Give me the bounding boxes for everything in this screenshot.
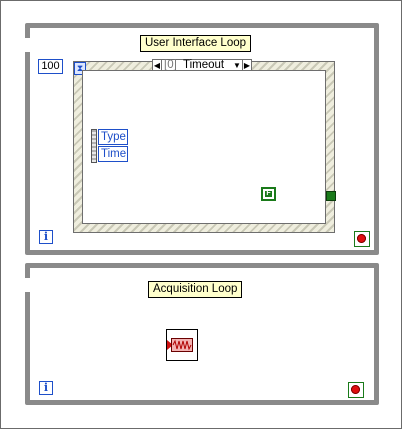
chevron-down-icon[interactable]: ▼: [233, 61, 241, 70]
boolean-false-glyph: F: [265, 190, 272, 197]
event-data-node[interactable]: Type Time: [91, 129, 128, 163]
event-data-type[interactable]: Type: [98, 129, 128, 145]
timeout-constant[interactable]: 100: [38, 59, 63, 74]
play-arrow-icon: [167, 340, 173, 350]
stop-dot-icon: [357, 234, 366, 243]
waveform-icon: [171, 338, 193, 352]
iteration-terminal-icon[interactable]: i: [39, 381, 53, 395]
waveform-graphic: [172, 339, 192, 351]
previous-case-arrow-icon[interactable]: ◀: [153, 60, 162, 71]
acquisition-while-loop[interactable]: Acquisition Loop i: [24, 263, 379, 405]
event-data-time[interactable]: Time: [98, 146, 128, 162]
acquisition-loop-label[interactable]: Acquisition Loop: [148, 281, 243, 298]
event-case-index: [0]: [164, 59, 177, 71]
user-interface-loop-label[interactable]: User Interface Loop: [140, 35, 252, 52]
boolean-false-constant[interactable]: F: [261, 187, 276, 201]
stop-terminal-icon[interactable]: [354, 231, 370, 247]
simulate-signal-subvi-icon[interactable]: [166, 329, 198, 361]
event-case-diagram: Type Time: [82, 70, 326, 224]
iteration-terminal-icon[interactable]: i: [39, 230, 53, 244]
stop-terminal-icon[interactable]: [348, 382, 364, 398]
stop-dot-icon: [351, 385, 360, 394]
event-data-node-handle[interactable]: [91, 129, 97, 163]
output-tunnel[interactable]: [326, 191, 336, 201]
next-case-arrow-icon[interactable]: ▶: [242, 60, 251, 71]
event-case-name: Timeout: [183, 59, 225, 71]
event-structure[interactable]: ⧗ ◀ [0] Timeout ▼ ▶ Type Time: [73, 59, 335, 233]
